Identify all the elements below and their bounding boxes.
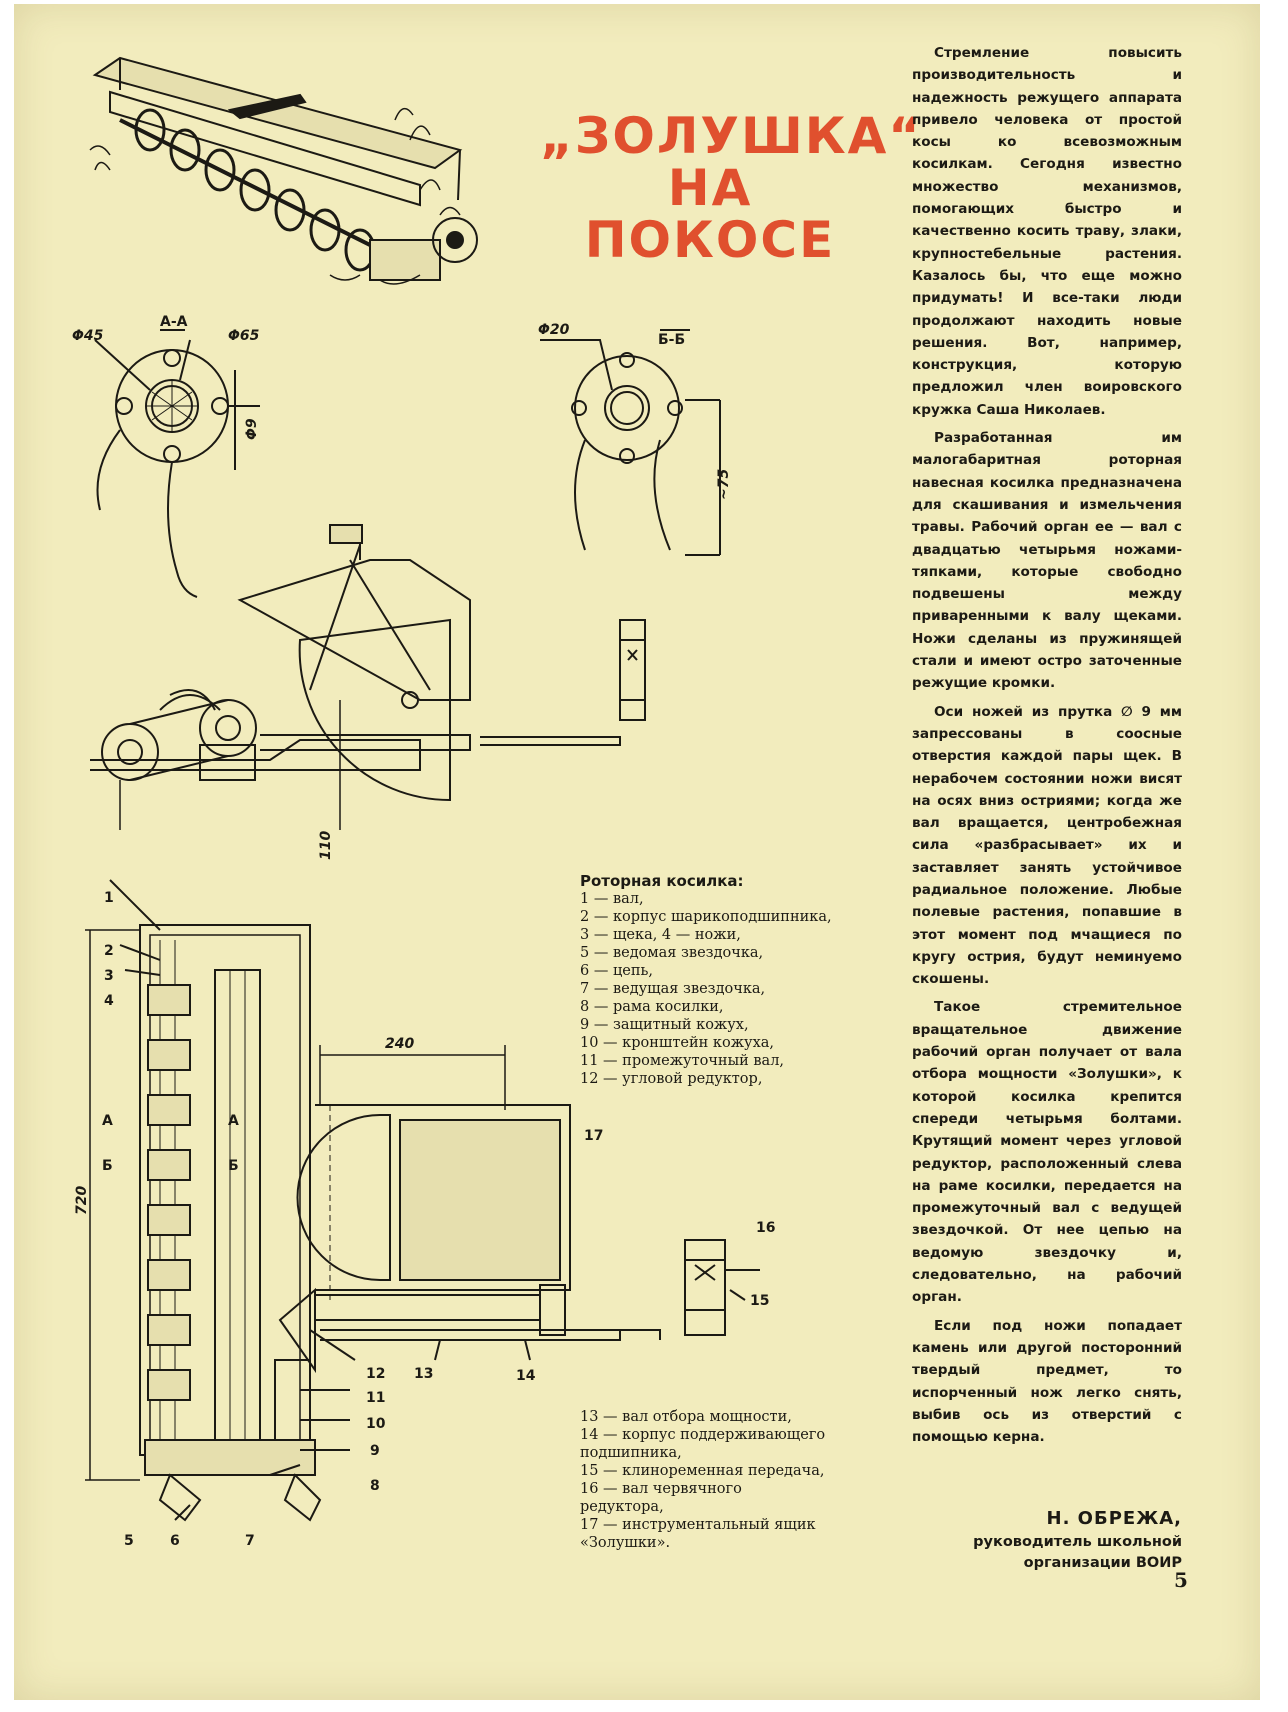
callout-8: 8 bbox=[370, 1478, 380, 1494]
callout-14: 14 bbox=[516, 1368, 536, 1384]
callout-4: 4 bbox=[104, 993, 114, 1009]
paragraph-4: Такое стремительное вращательное движени… bbox=[912, 999, 1182, 1306]
section-aa-drawing bbox=[94, 329, 260, 598]
legend-item: 10 — кронштейн кожуха, bbox=[580, 1035, 775, 1051]
callout-11: 11 bbox=[366, 1390, 385, 1406]
dim-240-label: 240 bbox=[385, 1036, 414, 1052]
dim-720-label: 720 bbox=[74, 1186, 90, 1215]
paragraph-2: Разработанная им малогабаритная роторная… bbox=[912, 430, 1182, 692]
dim-75-label: ~75 bbox=[716, 469, 732, 500]
title-line-1: „ЗОЛУШКА“ bbox=[540, 107, 924, 165]
magazine-page bbox=[14, 4, 1260, 1700]
callout-13: 13 bbox=[414, 1366, 433, 1382]
title-line-2: НА ПОКОСЕ bbox=[584, 159, 836, 269]
section-mark-b-right: Б bbox=[228, 1158, 239, 1174]
legend-item: редуктора, bbox=[580, 1499, 664, 1515]
section-bb-label: Б-Б bbox=[658, 332, 685, 348]
section-mark-a-right: А bbox=[228, 1113, 239, 1129]
legend-item: 9 — защитный кожух, bbox=[580, 1017, 749, 1033]
legend-rotary-mower: Роторная косилка: 1 — вал, 2 — корпус ша… bbox=[580, 872, 832, 1088]
legend-item: 12 — угловой редуктор, bbox=[580, 1071, 763, 1087]
legend-item: 15 — клиноременная передача, bbox=[580, 1463, 825, 1479]
dim-d45-label: Φ45 bbox=[72, 328, 104, 344]
section-bb-drawing bbox=[540, 329, 721, 556]
legend-item: 14 — корпус поддерживающего bbox=[580, 1427, 826, 1443]
legend-item: 13 — вал отбора мощности, bbox=[580, 1409, 792, 1425]
side-view-drawing bbox=[90, 524, 646, 830]
legend-parts-continued: 13 — вал отбора мощности, 14 — корпус по… bbox=[580, 1408, 825, 1552]
legend-heading: Роторная косилка: bbox=[580, 872, 744, 890]
article-title: „ЗОЛУШКА“ НА ПОКОСЕ bbox=[540, 107, 924, 269]
dim-d65-label: Φ65 bbox=[228, 328, 260, 344]
dim-d9-label: Φ9 bbox=[244, 418, 260, 440]
callout-12: 12 bbox=[366, 1366, 385, 1382]
paragraph-1: Стремление повысить производительность и… bbox=[912, 45, 1182, 418]
dim-110-label: 110 bbox=[318, 831, 334, 860]
callout-3: 3 bbox=[104, 968, 114, 984]
author-name: Н. ОБРЕЖА, bbox=[1046, 1508, 1182, 1529]
section-aa-label: А-А bbox=[160, 314, 188, 330]
author-signature: Н. ОБРЕЖА, руководитель школьной организ… bbox=[912, 1506, 1182, 1574]
author-role-line-1: руководитель школьной bbox=[973, 1534, 1182, 1550]
callout-16: 16 bbox=[756, 1220, 775, 1236]
paragraph-5: Если под ножи попадает камень или другой… bbox=[912, 1317, 1182, 1446]
legend-item: 8 — рама косилки, bbox=[580, 999, 724, 1015]
legend-item: 1 — вал, bbox=[580, 891, 644, 907]
callout-2: 2 bbox=[104, 943, 114, 959]
legend-item: 2 — корпус шарикоподшипника, bbox=[580, 909, 832, 925]
callout-15: 15 bbox=[750, 1293, 769, 1309]
legend-item: 16 — вал червячного bbox=[580, 1481, 742, 1497]
legend-item: «Золушки». bbox=[580, 1535, 671, 1551]
section-mark-b-left: Б bbox=[102, 1158, 113, 1174]
paragraph-3: Оси ножей из прутка ∅ 9 мм запрессованы … bbox=[912, 703, 1182, 988]
callout-6: 6 bbox=[170, 1533, 180, 1549]
legend-item: 6 — цепь, bbox=[580, 963, 654, 979]
legend-item: 3 — щека, 4 — ножи, bbox=[580, 927, 741, 943]
legend-item: 5 — ведомая звездочка, bbox=[580, 945, 764, 961]
legend-item: 17 — инструментальный ящик bbox=[580, 1517, 816, 1533]
callout-9: 9 bbox=[370, 1443, 380, 1459]
mower-perspective-sketch bbox=[89, 56, 478, 285]
author-role-line-2: организации ВОИР bbox=[1023, 1555, 1182, 1571]
page-number: 5 bbox=[1174, 1568, 1188, 1592]
legend-item: 11 — промежуточный вал, bbox=[580, 1053, 785, 1069]
callout-17: 17 bbox=[584, 1128, 603, 1144]
callout-10: 10 bbox=[366, 1416, 386, 1432]
legend-item: подшипника, bbox=[580, 1445, 682, 1461]
callout-1: 1 bbox=[104, 890, 114, 906]
article-body: Стремление повысить производительность и… bbox=[912, 42, 1182, 1454]
section-mark-a-left: А bbox=[102, 1113, 113, 1129]
plan-view-drawing bbox=[85, 879, 760, 1522]
callout-5: 5 bbox=[124, 1533, 134, 1549]
dim-d20-label: Φ20 bbox=[538, 322, 570, 338]
legend-item: 7 — ведущая звездочка, bbox=[580, 981, 766, 997]
callout-7: 7 bbox=[245, 1533, 255, 1549]
